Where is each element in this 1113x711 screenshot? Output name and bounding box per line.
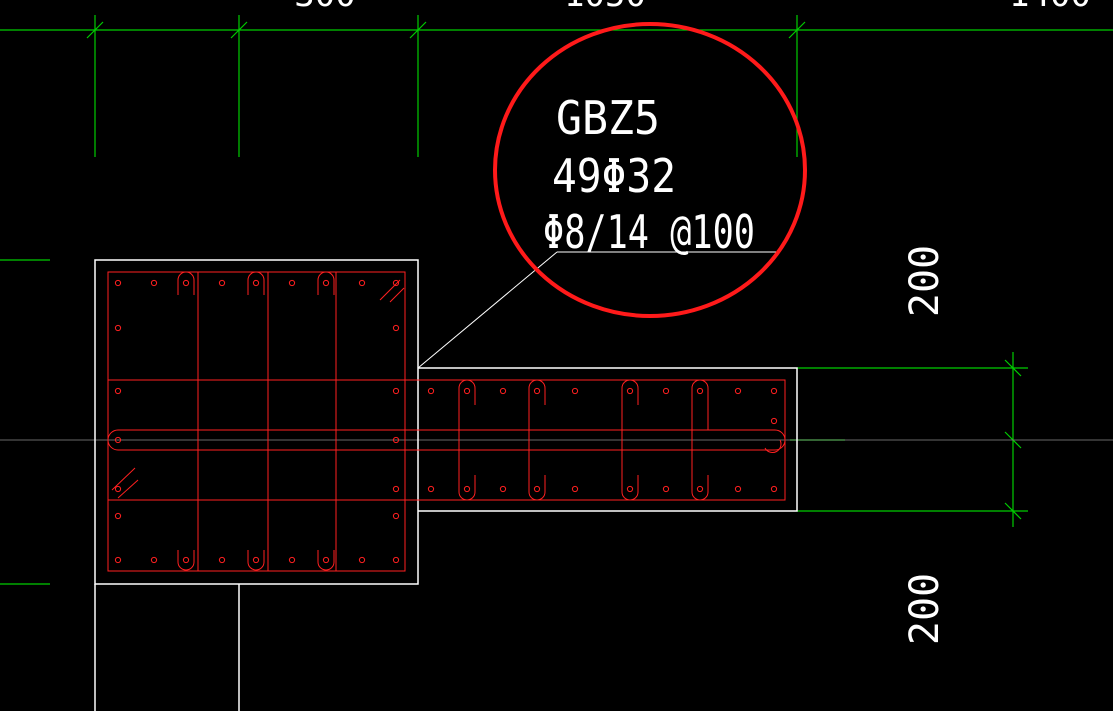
rebar-bar	[392, 512, 400, 520]
top-dimension-chain	[0, 15, 1113, 157]
top-dim-text-1: 300	[294, 0, 355, 15]
label-leader	[417, 251, 780, 369]
rebar-bar	[463, 485, 471, 493]
rebar-bar	[358, 279, 366, 287]
rebar-bar	[114, 324, 122, 332]
column-outline	[94, 259, 798, 711]
rebar-bar	[662, 387, 670, 395]
rebar-bar	[427, 485, 435, 493]
rebar-bar	[114, 485, 122, 493]
rebar-bar	[288, 279, 296, 287]
rebar-bar	[322, 556, 330, 564]
top-dim-text-3: 1400	[1009, 0, 1091, 15]
rebar-bar	[392, 485, 400, 493]
right-dim-text-1: 200	[902, 245, 948, 317]
rebar-bar	[626, 485, 634, 493]
right-dimension-texts: 200 200	[902, 245, 948, 645]
rebar-bar	[252, 556, 260, 564]
rebar-bar	[392, 556, 400, 564]
label-stirrup-rebar: Φ8/14 @100	[543, 205, 755, 259]
highlight-circle	[493, 22, 807, 318]
rebar-bar	[150, 279, 158, 287]
rebar-bar	[288, 556, 296, 564]
rebar-bar	[252, 279, 260, 287]
rebar-bar	[499, 485, 507, 493]
rebar-bar	[571, 387, 579, 395]
rebar-bar	[218, 556, 226, 564]
rebar-bar	[770, 417, 778, 425]
rebar-bar	[218, 279, 226, 287]
rebar-bar	[734, 387, 742, 395]
rebar-bar	[571, 485, 579, 493]
rebar-bar	[182, 279, 190, 287]
top-dim-text-2: 1050	[564, 0, 646, 15]
rebar-bar	[499, 387, 507, 395]
rebar-bar	[114, 436, 122, 444]
rebar-bar	[358, 556, 366, 564]
rebar-bar	[392, 387, 400, 395]
rebar-bar	[463, 387, 471, 395]
right-dim-text-2: 200	[902, 573, 948, 645]
rebar-bar	[392, 279, 400, 287]
rebar-bar	[533, 387, 541, 395]
rebar-layout	[107, 271, 786, 572]
rebar-bar	[114, 512, 122, 520]
rebar-bar	[427, 387, 435, 395]
label-name: GBZ5	[556, 91, 660, 145]
rebar-bar	[770, 387, 778, 395]
rebar-bar	[662, 485, 670, 493]
rebar-bar	[626, 387, 634, 395]
top-dimension-texts: 300 1050 1400	[294, 0, 1091, 15]
rebar-bar	[392, 324, 400, 332]
label-longitudinal-rebar: 49Φ32	[552, 149, 676, 203]
rebar-bar	[392, 436, 400, 444]
rebar-bar	[696, 387, 704, 395]
rebar-bar	[114, 387, 122, 395]
rebar-bar	[696, 485, 704, 493]
rebar-bar	[322, 279, 330, 287]
rebar-bar	[734, 485, 742, 493]
column-label: GBZ5 49Φ32 Φ8/14 @100	[543, 91, 755, 259]
rebar-bar	[150, 556, 158, 564]
rebar-bar	[114, 556, 122, 564]
rebar-bars	[114, 279, 778, 564]
rebar-bar	[114, 279, 122, 287]
right-dimension-chain	[790, 352, 1028, 527]
left-axis-lines	[0, 259, 50, 585]
rebar-bar	[770, 485, 778, 493]
rebar-bar	[182, 556, 190, 564]
rebar-bar	[533, 485, 541, 493]
